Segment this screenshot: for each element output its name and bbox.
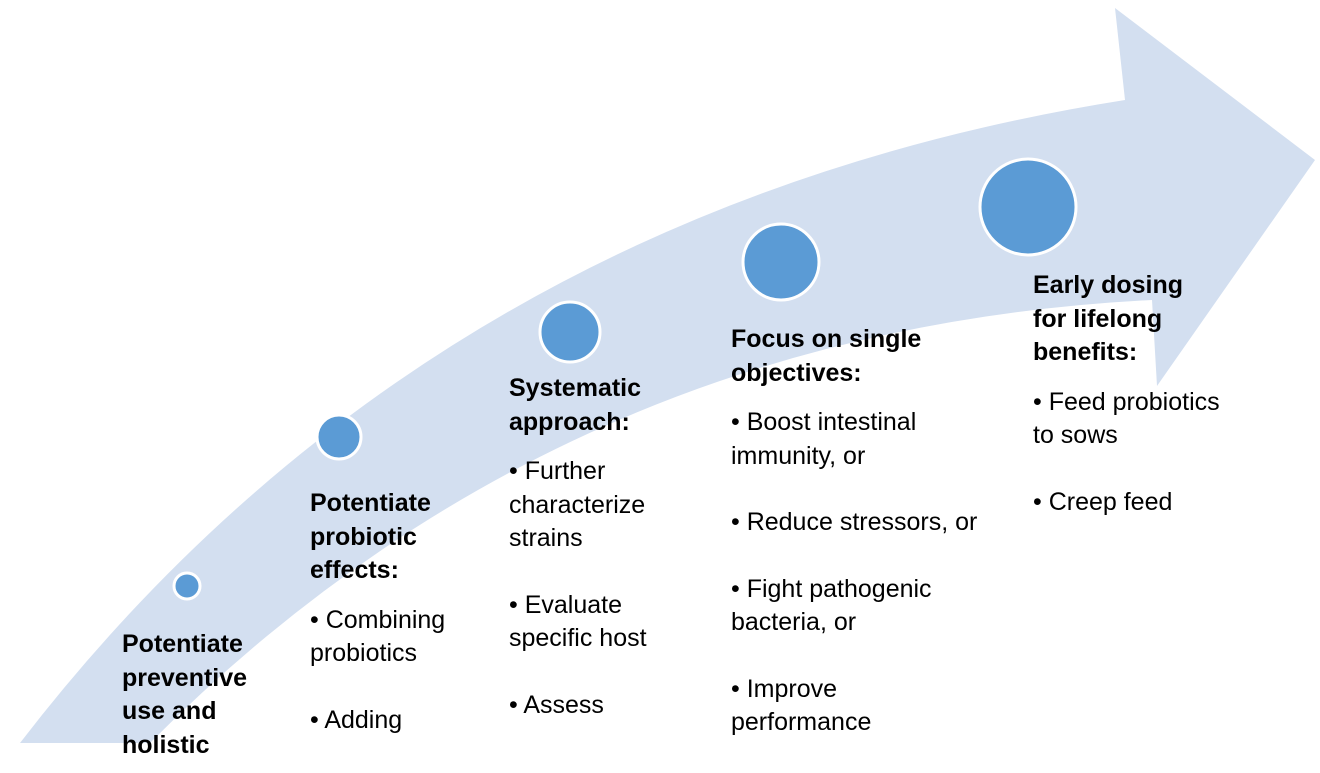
stage-title: Potentiate preventive use and holistic bbox=[122, 630, 248, 759]
stage-item: • Creep feed bbox=[1033, 487, 1173, 516]
stage-item-list: • Further characterize strains • Evaluat… bbox=[509, 455, 647, 722]
stage-dot-2 bbox=[315, 413, 363, 461]
stage-title: Focus on single objectives: bbox=[731, 325, 922, 387]
stage-item: • Improve performance bbox=[731, 674, 872, 737]
stage-item: • Adding bbox=[310, 705, 403, 734]
stage-block-3: Systematic approach: • Further character… bbox=[509, 372, 647, 755]
stage-block-5: Early dosing for lifelong benefits: • Fe… bbox=[1033, 269, 1220, 552]
stage-dot-5 bbox=[978, 157, 1078, 257]
stage-item: • Fight pathogenic bacteria, or bbox=[731, 574, 932, 637]
stage-item: • Evaluate specific host bbox=[509, 590, 647, 653]
stage-item-list: • Boost intestinal immunity, or • Reduce… bbox=[731, 406, 977, 740]
stage-block-2: Potentiate probiotic effects: • Combinin… bbox=[310, 487, 445, 770]
stage-item: • Feed probiotics to sows bbox=[1033, 387, 1220, 450]
stage-item-list: • Feed probiotics to sows • Creep feed bbox=[1033, 386, 1220, 520]
stage-item: • Combining probiotics bbox=[310, 605, 446, 668]
stage-item: • Assess bbox=[509, 690, 604, 719]
stage-item: • Boost intestinal immunity, or bbox=[731, 408, 917, 470]
growth-arrow-graphic bbox=[20, 8, 1315, 743]
stage-item: • Further characterize strains bbox=[509, 457, 646, 552]
stage-block-1: Potentiate preventive use and holistic bbox=[122, 628, 247, 762]
stage-dot-4 bbox=[741, 222, 821, 302]
stage-title: Early dosing for lifelong benefits: bbox=[1033, 271, 1184, 366]
stage-dot-3 bbox=[538, 300, 602, 364]
stage-dot-1 bbox=[172, 571, 202, 601]
stage-title: Systematic approach: bbox=[509, 374, 642, 436]
stage-block-4: Focus on single objectives: • Boost inte… bbox=[731, 323, 977, 773]
stage-item: • Reduce stressors, or bbox=[731, 508, 978, 536]
stage-title: Potentiate probiotic effects: bbox=[310, 489, 431, 584]
stage-item-list: • Combining probiotics • Adding bbox=[310, 604, 445, 738]
